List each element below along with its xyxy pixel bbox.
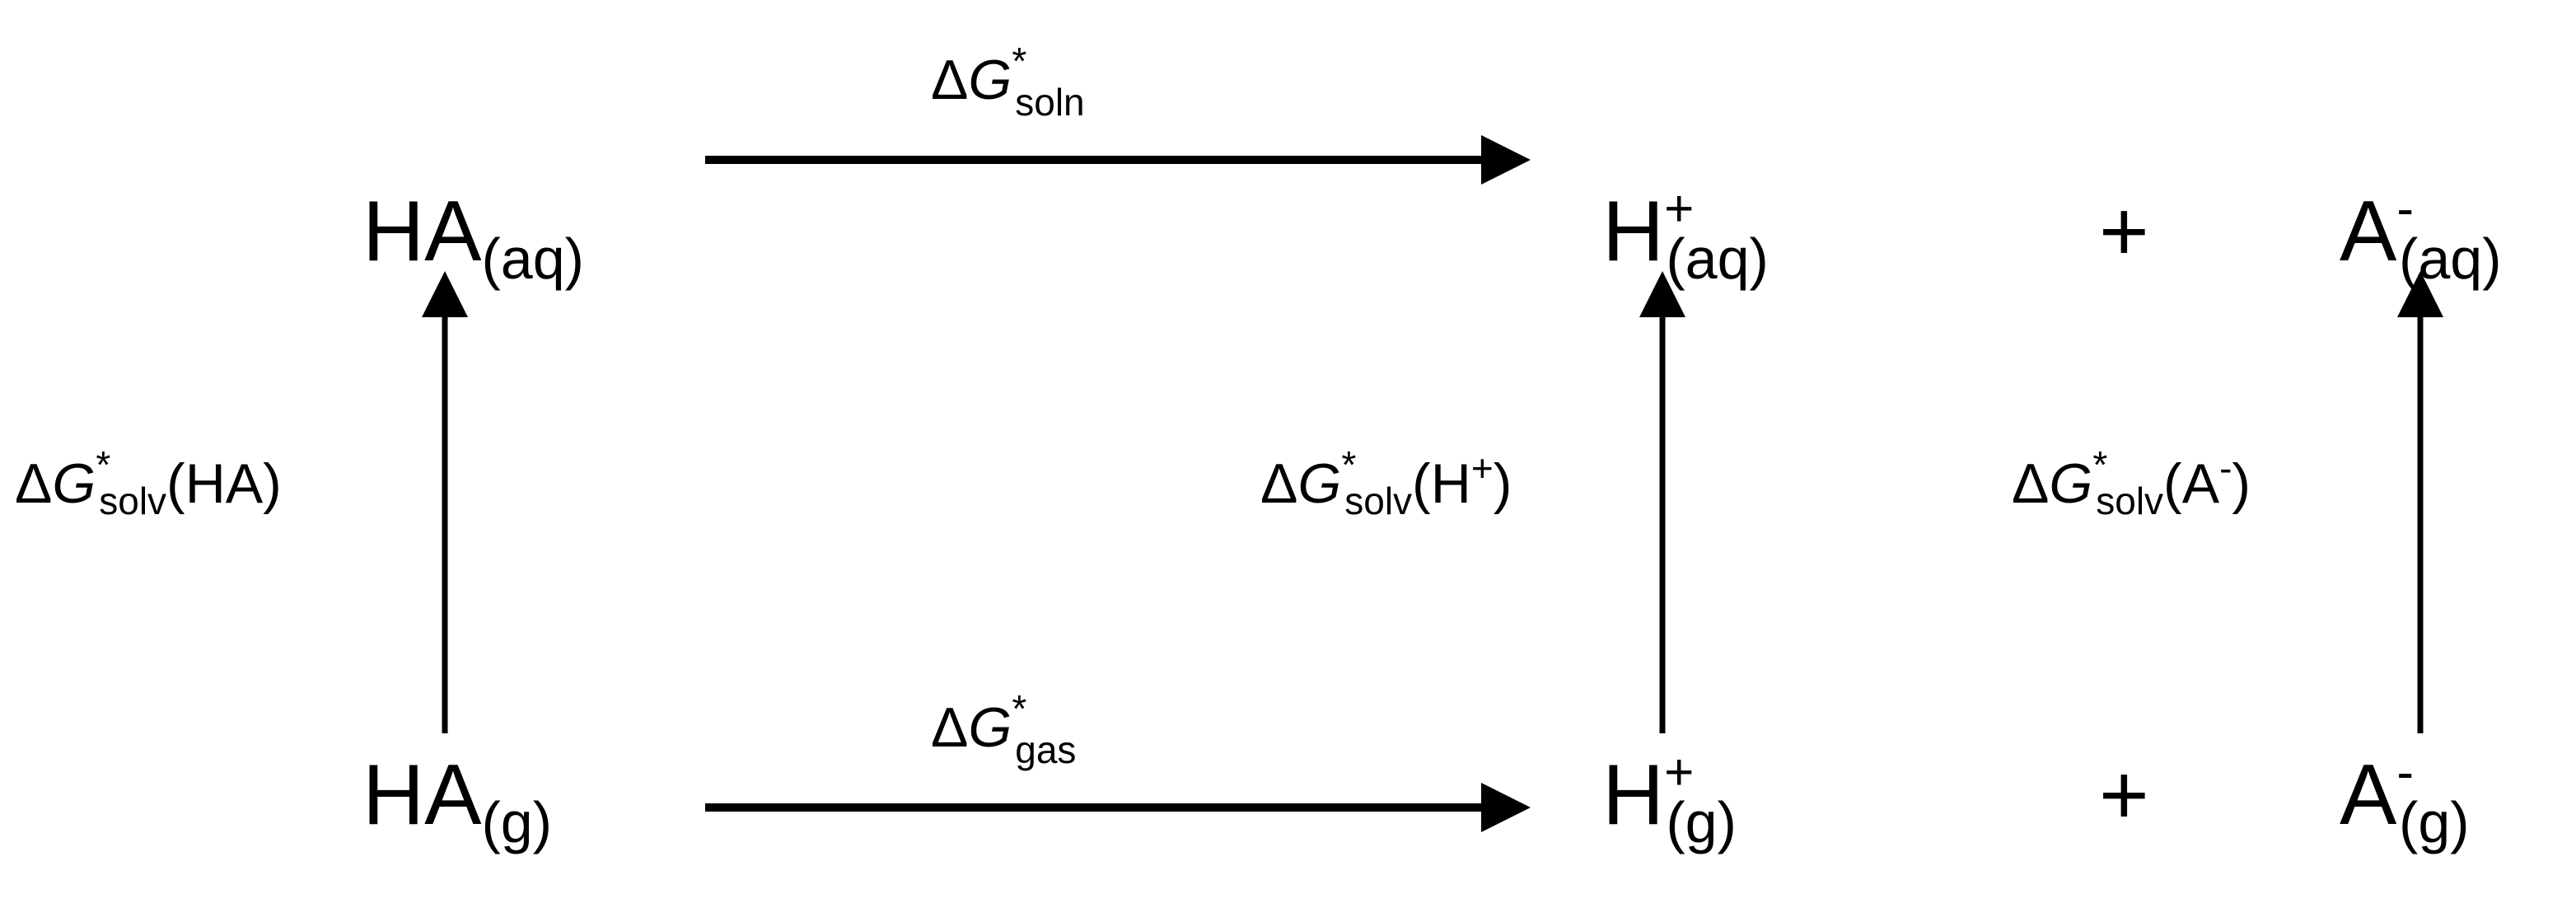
- label-dg-solv-a: ΔG*solv(A-): [2012, 443, 2251, 522]
- label-dg-soln: ΔG*soln: [931, 40, 1085, 124]
- species-a-g: A-(g): [2340, 744, 2470, 854]
- species-h-aq: H+(aq): [1602, 180, 1769, 291]
- species-ha-aq: HA(aq): [362, 184, 584, 291]
- plus-sign-aq: +: [2099, 184, 2149, 279]
- species-ha-g: HA(g): [362, 747, 552, 854]
- plus-sign-g: +: [2099, 747, 2149, 843]
- label-dg-solv-h: ΔG*solv(H+): [1260, 443, 1512, 522]
- species-h-g: H+(g): [1602, 744, 1737, 854]
- label-dg-solv-ha: ΔG*solv(HA): [15, 443, 282, 522]
- species-a-aq: A-(aq): [2340, 180, 2502, 291]
- label-dg-gas: ΔG*gas: [931, 687, 1076, 771]
